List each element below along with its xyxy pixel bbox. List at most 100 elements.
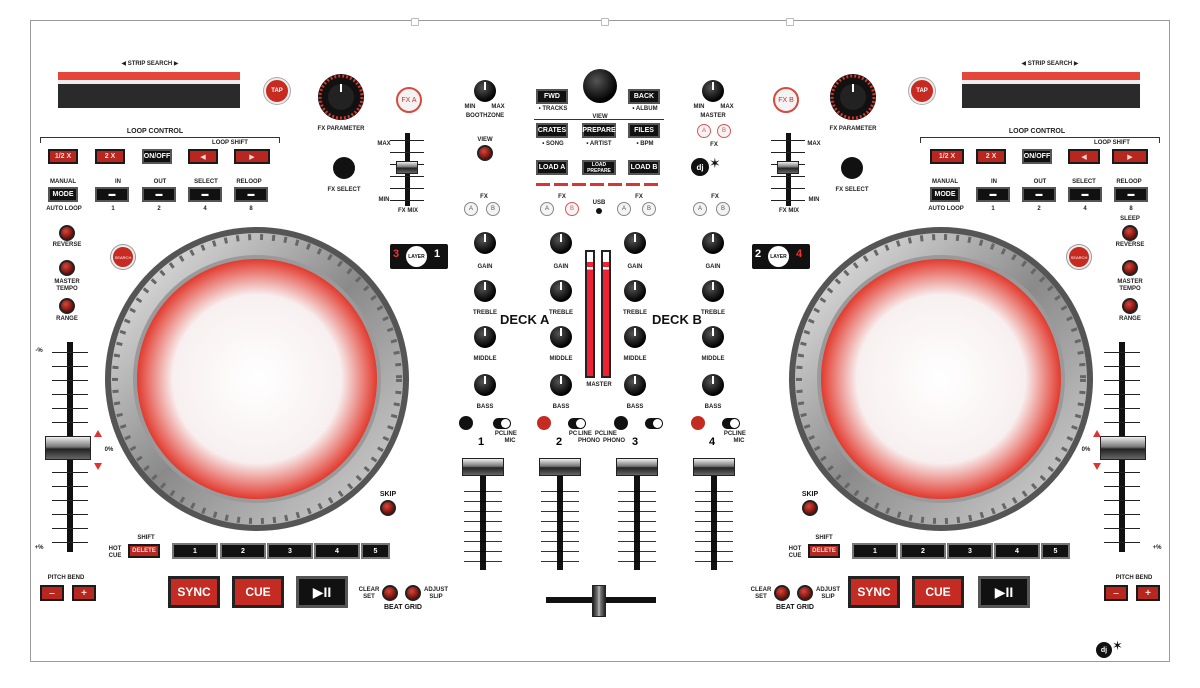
hot-cue-3-left[interactable]: 3: [267, 543, 313, 559]
beat-grid-set-button-right[interactable]: [774, 585, 790, 601]
loop-shift-right-button-right[interactable]: ▶: [1112, 149, 1148, 164]
ch3-cue-button[interactable]: [614, 416, 628, 430]
layer-button-right[interactable]: LAYER: [768, 246, 789, 267]
jog-wheel-right[interactable]: [786, 224, 1096, 534]
ch3-treble-knob[interactable]: [624, 280, 646, 302]
tap-button-left[interactable]: TAP: [264, 78, 290, 104]
boothzone-knob[interactable]: [474, 80, 496, 102]
hot-cue-4-left[interactable]: 4: [314, 543, 360, 559]
half-x-button-left[interactable]: 1/2 X: [48, 149, 78, 164]
ch1-middle-knob[interactable]: [474, 326, 496, 348]
search-button-right[interactable]: SEARCH: [1067, 245, 1091, 269]
beat-grid-set-button-left[interactable]: [382, 585, 398, 601]
half-x-button-right[interactable]: 1/2 X: [930, 149, 964, 164]
cue-button-left[interactable]: CUE: [232, 576, 284, 608]
ch4-gain-knob[interactable]: [702, 232, 724, 254]
fx-select-knob-right[interactable]: [841, 157, 863, 179]
ch4-middle-knob[interactable]: [702, 326, 724, 348]
play-pause-button-right[interactable]: ▶II: [978, 576, 1030, 608]
two-x-button-right[interactable]: 2 X: [976, 149, 1006, 164]
hot-cue-2-left[interactable]: 2: [220, 543, 266, 559]
master-knob[interactable]: [702, 80, 724, 102]
reverse-button-left[interactable]: [59, 225, 75, 241]
hot-cue-2-right[interactable]: 2: [900, 543, 946, 559]
loop-select-button-left[interactable]: ▬: [188, 187, 222, 202]
fx-mix-fader-right[interactable]: [777, 161, 799, 174]
load-a-button[interactable]: LOAD A: [536, 160, 568, 175]
range-button-right[interactable]: [1122, 298, 1138, 314]
ch4-fx-b[interactable]: B: [716, 202, 730, 216]
ch2-input-toggle[interactable]: [568, 418, 586, 429]
search-button-left[interactable]: SEARCH: [111, 245, 135, 269]
ch1-bass-knob[interactable]: [474, 374, 496, 396]
cue-button-right[interactable]: CUE: [912, 576, 964, 608]
fx-a-button[interactable]: FX A: [396, 87, 422, 113]
ch2-fx-a[interactable]: A: [540, 202, 554, 216]
ch2-fx-b[interactable]: B: [565, 202, 579, 216]
loop-in-button-left[interactable]: ▬: [95, 187, 129, 202]
ch3-gain-knob[interactable]: [624, 232, 646, 254]
hot-cue-3-right[interactable]: 3: [947, 543, 993, 559]
reverse-button-right[interactable]: [1122, 225, 1138, 241]
back-button[interactable]: BACK: [628, 89, 660, 104]
loop-out-button-right[interactable]: ▬: [1022, 187, 1056, 202]
crates-button[interactable]: CRATES: [536, 123, 568, 138]
files-button[interactable]: FILES: [628, 123, 660, 138]
load-b-button[interactable]: LOAD B: [628, 160, 660, 175]
delete-button-left[interactable]: DELETE: [128, 544, 160, 558]
fx-b-button[interactable]: FX B: [773, 87, 799, 113]
hot-cue-4-right[interactable]: 4: [994, 543, 1040, 559]
layer-button-left[interactable]: LAYER: [406, 246, 427, 267]
strip-search-left[interactable]: [58, 72, 240, 108]
sync-button-left[interactable]: SYNC: [168, 576, 220, 608]
fx-parameter-knob-left[interactable]: [316, 72, 366, 122]
master-fx-b[interactable]: B: [717, 124, 731, 138]
play-pause-button-left[interactable]: ▶II: [296, 576, 348, 608]
ch3-middle-knob[interactable]: [624, 326, 646, 348]
loop-on-off-button-left[interactable]: ON/OFF: [142, 149, 172, 164]
loop-on-off-button-right[interactable]: ON/OFF: [1022, 149, 1052, 164]
master-tempo-button-left[interactable]: [59, 260, 75, 276]
ch2-bass-knob[interactable]: [550, 374, 572, 396]
ch3-fx-b[interactable]: B: [642, 202, 656, 216]
fx-parameter-knob-right[interactable]: [828, 72, 878, 122]
pitch-fader-right[interactable]: [1100, 436, 1146, 460]
sync-button-right[interactable]: SYNC: [848, 576, 900, 608]
master-fx-a[interactable]: A: [697, 124, 711, 138]
fwd-button[interactable]: FWD: [536, 89, 568, 104]
ch4-input-toggle[interactable]: [722, 418, 740, 429]
ch1-fader[interactable]: [462, 458, 504, 476]
ch2-gain-knob[interactable]: [550, 232, 572, 254]
delete-button-right[interactable]: DELETE: [808, 544, 840, 558]
ch2-treble-knob[interactable]: [550, 280, 572, 302]
ch1-fx-a[interactable]: A: [464, 202, 478, 216]
ch3-input-toggle[interactable]: [645, 418, 663, 429]
ch4-treble-knob[interactable]: [702, 280, 724, 302]
pitch-bend-plus-left[interactable]: +: [72, 585, 96, 601]
mode-button-right[interactable]: MODE: [930, 187, 960, 202]
pitch-bend-minus-right[interactable]: –: [1104, 585, 1128, 601]
jog-wheel-left[interactable]: [102, 224, 412, 534]
loop-select-button-right[interactable]: ▬: [1068, 187, 1102, 202]
loop-out-button-left[interactable]: ▬: [142, 187, 176, 202]
prepare-button[interactable]: PREPARE: [582, 123, 616, 138]
master-tempo-button-right[interactable]: [1122, 260, 1138, 276]
two-x-button-left[interactable]: 2 X: [95, 149, 125, 164]
fx-mix-fader-left[interactable]: [396, 161, 418, 174]
hot-cue-1-right[interactable]: 1: [852, 543, 898, 559]
hot-cue-5-right[interactable]: 5: [1041, 543, 1070, 559]
ch2-middle-knob[interactable]: [550, 326, 572, 348]
reloop-button-left[interactable]: ▬: [234, 187, 268, 202]
pitch-bend-plus-right[interactable]: +: [1136, 585, 1160, 601]
beat-grid-adjust-button-right[interactable]: [797, 585, 813, 601]
ch1-treble-knob[interactable]: [474, 280, 496, 302]
ch4-fx-a[interactable]: A: [693, 202, 707, 216]
beat-grid-adjust-button-left[interactable]: [405, 585, 421, 601]
loop-shift-left-button-right[interactable]: ◀: [1068, 149, 1100, 164]
ch2-cue-button[interactable]: [537, 416, 551, 430]
strip-search-right[interactable]: [962, 72, 1140, 108]
browse-encoder[interactable]: [583, 69, 617, 103]
range-button-left[interactable]: [59, 298, 75, 314]
pitch-fader-left[interactable]: [45, 436, 91, 460]
loop-shift-right-button[interactable]: ▶: [234, 149, 270, 164]
